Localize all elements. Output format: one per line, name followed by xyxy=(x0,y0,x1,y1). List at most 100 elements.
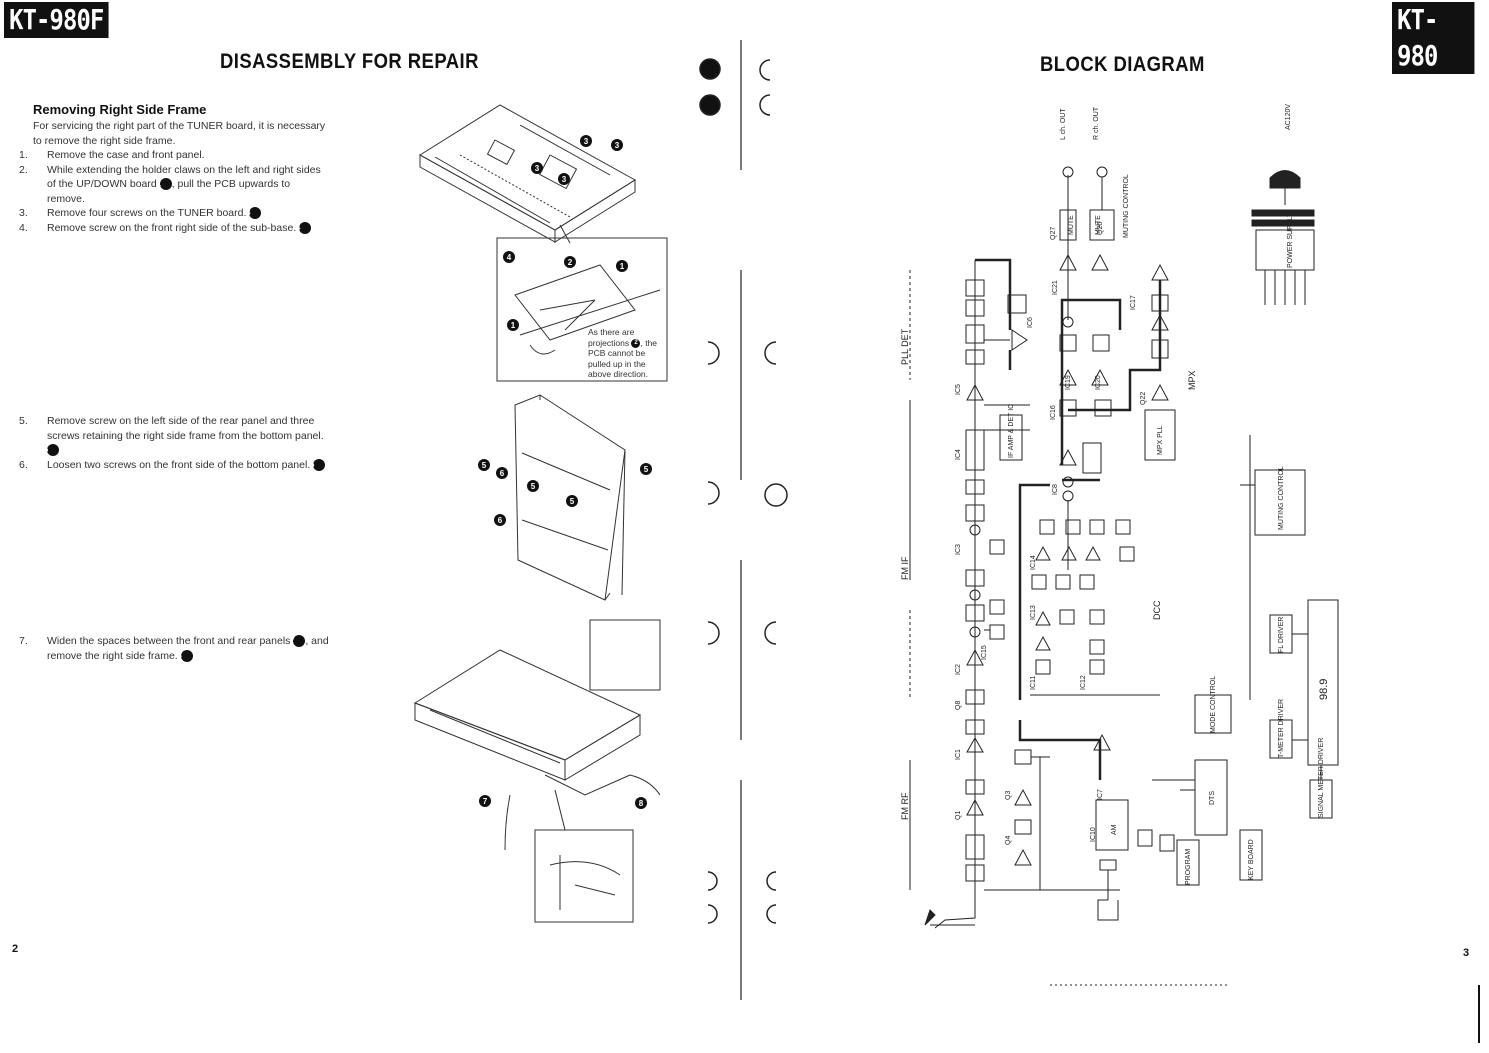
block-diagram: L ch. OUT R ch. OUT AC120V POWER SUPPLY … xyxy=(900,104,1339,986)
fig-callout-3c: 3 xyxy=(531,162,543,174)
svg-text:IC15: IC15 xyxy=(981,645,988,660)
svg-text:3: 3 xyxy=(562,175,567,184)
instructions-a: For servicing the right part of the TUNE… xyxy=(19,119,330,236)
svg-text:5: 5 xyxy=(482,461,487,470)
svg-text:IC6: IC6 xyxy=(1027,317,1034,328)
svg-text:4: 4 xyxy=(507,253,512,262)
svg-text:3: 3 xyxy=(584,137,589,146)
figure-callouts: 3 3 3 3 4 2 1 1 5 5 5 5 6 6 7 8 xyxy=(478,135,652,809)
svg-text:MPX PLL: MPX PLL xyxy=(1157,425,1164,455)
svg-text:DTS: DTS xyxy=(1209,791,1216,805)
svg-text:PROGRAM: PROGRAM xyxy=(1185,849,1192,885)
right-page-number: 3 xyxy=(1463,947,1470,959)
step-5: 5.Remove screw on the left side of the r… xyxy=(19,415,324,457)
fig-callout-5d: 5 xyxy=(566,495,578,507)
step-1: 1.Remove the case and front panel. xyxy=(19,149,205,161)
callout-1: 1 xyxy=(156,178,172,191)
left-page-number: 2 xyxy=(12,943,19,955)
svg-text:Q1: Q1 xyxy=(955,811,962,820)
svg-text:IC12: IC12 xyxy=(1080,675,1087,690)
svg-text:5: 5 xyxy=(531,482,536,491)
svg-text:IC13: IC13 xyxy=(1030,605,1037,620)
fig-callout-7: 7 xyxy=(479,795,491,807)
svg-text:6: 6 xyxy=(498,516,503,525)
section-heading: Removing Right Side Frame xyxy=(33,102,207,117)
callout-8: 8 xyxy=(177,649,193,662)
svg-text:IC1: IC1 xyxy=(955,749,962,760)
left-model-tag: KT-980F xyxy=(4,2,109,38)
svg-text:6: 6 xyxy=(500,469,505,478)
svg-text:IC7: IC7 xyxy=(1097,789,1104,800)
binding-holes xyxy=(699,40,788,1000)
step-7: 7.Widen the spaces between the front and… xyxy=(19,635,329,662)
svg-text:7: 7 xyxy=(483,797,488,806)
step-4: 4.Remove screw on the front right side o… xyxy=(19,221,330,236)
right-page-title: BLOCK DIAGRAM xyxy=(1040,53,1205,76)
diagram-labels: L ch. OUT R ch. OUT AC120V POWER SUPPLY … xyxy=(900,104,1330,885)
svg-text:IC5: IC5 xyxy=(955,384,962,395)
svg-text:2: 2 xyxy=(568,258,573,267)
svg-text:R ch. OUT: R ch. OUT xyxy=(1093,106,1100,140)
svg-text:IC8: IC8 xyxy=(1052,484,1059,495)
page-edge-mark xyxy=(1478,985,1480,1043)
svg-text:IC14: IC14 xyxy=(1030,555,1037,570)
svg-text:8: 8 xyxy=(639,799,644,808)
callout-6: 6 xyxy=(310,458,326,471)
svg-text:IC2: IC2 xyxy=(955,664,962,675)
svg-text:IC16: IC16 xyxy=(1050,405,1057,420)
svg-text:IF AMP & DET IC: IF AMP & DET IC xyxy=(1008,404,1015,458)
svg-text:FM RF: FM RF xyxy=(900,792,910,820)
fig-callout-3a: 3 xyxy=(580,135,592,147)
svg-text:T-METER DRIVER: T-METER DRIVER xyxy=(1278,699,1285,758)
fig-callout-5a: 5 xyxy=(478,459,490,471)
fig-callout-1a: 1 xyxy=(616,260,628,272)
svg-text:POWER SUPPLY: POWER SUPPLY xyxy=(1287,212,1294,268)
svg-text:IC4: IC4 xyxy=(955,449,962,460)
svg-text:AC120V: AC120V xyxy=(1285,104,1292,130)
fig-callout-2: 2 xyxy=(564,256,576,268)
callout-5: 5 xyxy=(44,444,59,457)
svg-text:5: 5 xyxy=(644,465,649,474)
svg-text:IC3: IC3 xyxy=(955,544,962,555)
svg-text:3: 3 xyxy=(615,141,620,150)
svg-text:5: 5 xyxy=(570,497,575,506)
instructions-b: 5.Remove screw on the left side of the r… xyxy=(19,414,330,473)
callout-3: 3 xyxy=(246,207,262,220)
disassembly-figures: 3 3 3 3 4 2 1 1 5 5 5 5 6 6 7 8 xyxy=(413,104,668,923)
step-6: 6.Loosen two screws on the front side of… xyxy=(19,458,330,473)
svg-text:IC19: IC19 xyxy=(1065,375,1072,390)
svg-text:MUTING CONTROL: MUTING CONTROL xyxy=(1278,466,1285,530)
left-page-title: DISASSEMBLY FOR REPAIR xyxy=(220,50,479,73)
figure-bottom-panel xyxy=(514,394,626,601)
svg-text:AM: AM xyxy=(1111,824,1118,835)
fig-callout-3d: 3 xyxy=(558,173,570,185)
fig-callout-8: 8 xyxy=(635,797,647,809)
fig-callout-5c: 5 xyxy=(527,480,539,492)
figure-chassis-side xyxy=(413,619,661,923)
fig-callout-4: 4 xyxy=(503,251,515,263)
step-2: 2.While extending the holder claws on th… xyxy=(19,163,321,205)
svg-text:MPX: MPX xyxy=(1187,370,1197,390)
callout-4: 4 xyxy=(296,221,312,234)
right-model-tag: KT-980 xyxy=(1392,2,1475,74)
figure-chassis-top xyxy=(419,104,636,243)
svg-text:98.9: 98.9 xyxy=(1318,679,1330,700)
svg-text:SIGNAL METER DRIVER: SIGNAL METER DRIVER xyxy=(1318,738,1325,818)
svg-text:IC10: IC10 xyxy=(1090,827,1097,842)
svg-text:PLL DET: PLL DET xyxy=(900,328,910,365)
svg-text:L ch. OUT: L ch. OUT xyxy=(1060,108,1067,140)
fig-callout-6b: 6 xyxy=(494,514,506,526)
svg-text:3: 3 xyxy=(535,164,540,173)
svg-text:Q22: Q22 xyxy=(1140,392,1147,405)
svg-text:MUTE: MUTE xyxy=(1095,215,1102,235)
fig-callout-3b: 3 xyxy=(611,139,623,151)
figure-detail-frame xyxy=(496,237,668,382)
figure-note: As there are projections 2, the PCB cann… xyxy=(588,327,658,379)
fig-callout-1b: 1 xyxy=(507,319,519,331)
svg-text:DCC: DCC xyxy=(1152,600,1162,620)
svg-text:IC21: IC21 xyxy=(1052,280,1059,295)
svg-text:IC17: IC17 xyxy=(1130,295,1137,310)
svg-text:IC20: IC20 xyxy=(1095,375,1102,390)
svg-text:Q4: Q4 xyxy=(1005,836,1012,845)
svg-text:1: 1 xyxy=(511,321,516,330)
